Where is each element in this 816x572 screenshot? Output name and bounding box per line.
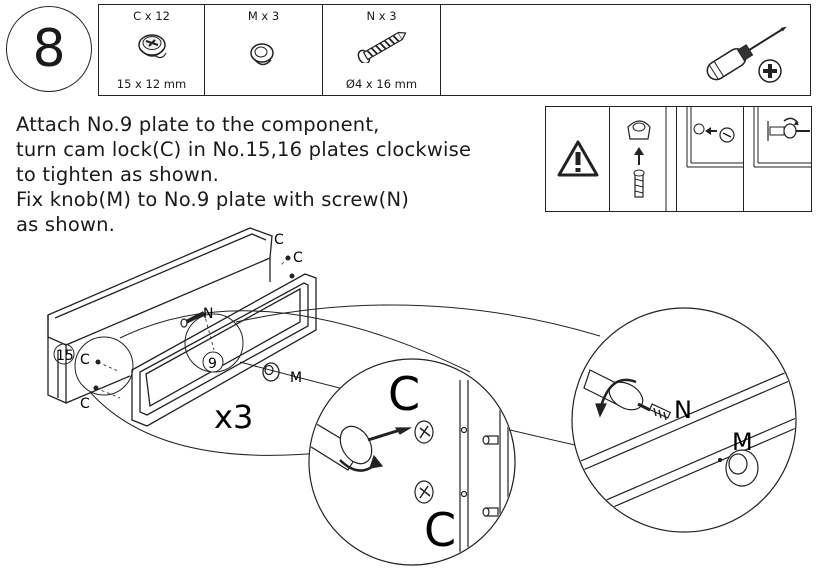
part-label: N x 3 [366,9,397,23]
tool-cell [441,5,810,95]
label-c-top2: C [293,250,303,266]
label-c-top1: C [274,232,284,248]
label-n: N [203,306,213,322]
instruction-line: Fix knob(M) to No.9 plate with screw(N) [16,188,410,211]
warning-cell [546,107,610,211]
warning-triangle-icon [557,140,599,177]
warning-panel-tighten [744,107,811,211]
detail-label-m: M [732,428,753,456]
instruction-line: to tighten as shown. [16,163,220,186]
part-knob: M x 3 [205,5,323,95]
label-c-left2: C [80,396,90,412]
warning-table [545,106,812,212]
detail-label-n: N [674,396,692,424]
part-size: 15 x 12 mm [116,77,187,91]
part-label: M x 3 [247,9,280,23]
callout-circle-left [74,336,134,396]
step-number-text: 8 [32,19,66,79]
part-number-circle-15 [53,343,75,365]
detail-circle-knob [571,307,797,533]
step-number: 8 [6,6,92,92]
instructions: Attach No.9 plate to the component, turn… [16,112,536,237]
screw-n-marker [180,311,205,328]
parts-table: C x 12 15 x 12 mm M x 3 N x 3 Ø4 x 1 [98,4,811,96]
part-screw: N x 3 Ø4 x 16 mm [323,5,441,95]
label-m: M [290,370,302,386]
part-number-circle-9 [202,351,224,373]
cabinet-body [47,227,273,405]
instruction-line: Attach No.9 plate to the component, [16,113,380,136]
detail-circle-cam [308,358,516,566]
guide-lines [95,257,289,399]
instruction-line: as shown. [16,213,116,236]
instruction-line: turn cam lock(C) in No.15,16 plates cloc… [16,138,472,161]
phillips-screwdriver-icon [706,26,787,83]
part-cam-lock: C x 12 15 x 12 mm [99,5,205,95]
warning-panel-cam [677,107,744,211]
warning-panel-insert [610,107,677,211]
part-size: Ø4 x 16 mm [345,77,418,91]
part-label: C x 12 [133,9,170,23]
cam-lock-icon [138,34,167,59]
label-c-left1: C [80,352,90,368]
label-9: 9 [208,356,217,372]
cam-insert-diagram-icon [627,107,667,211]
knob-icon [250,43,274,66]
detail-label-c-bottom: C [424,503,456,557]
label-15: 15 [56,348,74,364]
label-multiplier: x3 [214,398,253,436]
detail-label-c-top: C [388,367,420,421]
screw-icon [357,31,407,63]
tighten-diagram-icon [753,107,811,168]
cam-lock-diagram-icon [686,107,744,168]
